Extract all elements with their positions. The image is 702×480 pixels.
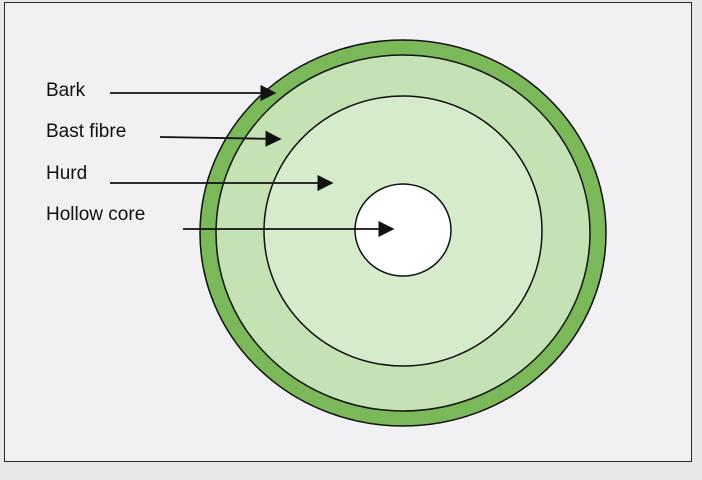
label-hollow-core: Hollow core — [46, 204, 145, 225]
hollow-core — [354, 183, 452, 277]
label-hurd: Hurd — [46, 163, 87, 184]
arrow-bast-fibre — [159, 130, 282, 147]
label-bark: Bark — [46, 80, 86, 101]
label-bast-fibre: Bast fibre — [46, 121, 126, 142]
